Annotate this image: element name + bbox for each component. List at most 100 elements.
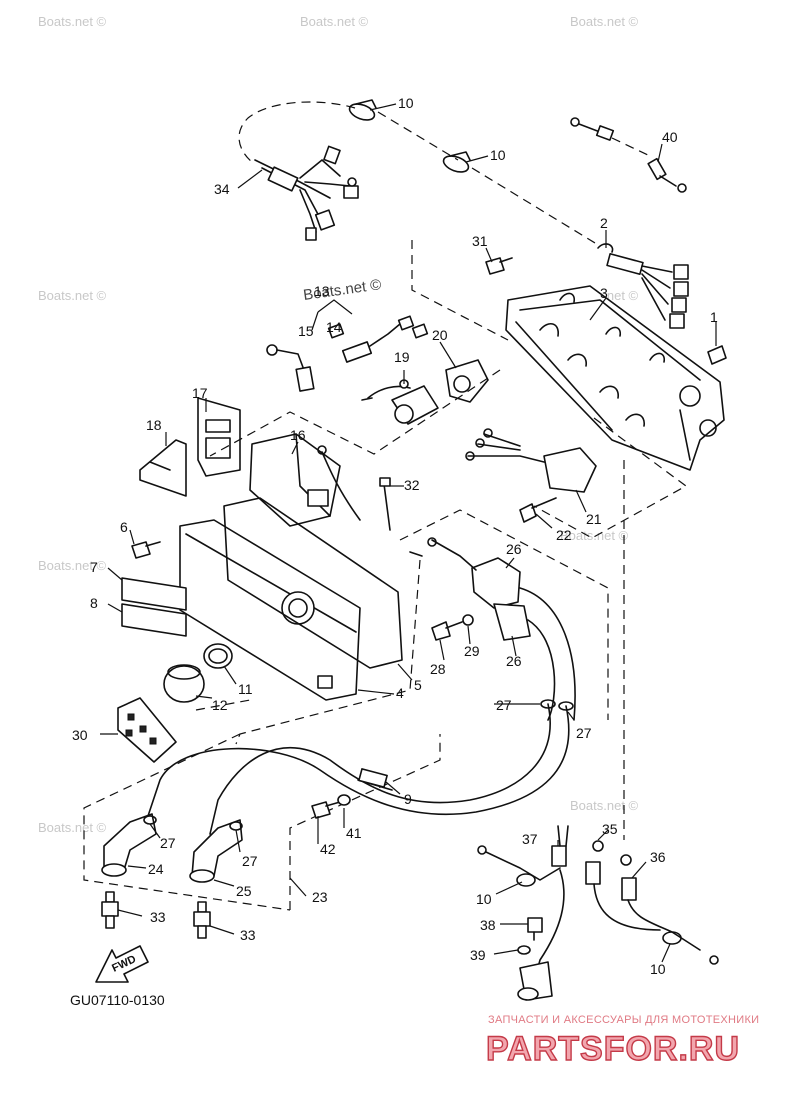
callout-22: 22 — [556, 527, 572, 543]
callout-11: 11 — [238, 681, 253, 697]
callout-27: 27 — [242, 853, 258, 869]
watermark: Boats.net © — [560, 528, 629, 543]
cap-12 — [163, 664, 205, 703]
callout-29: 29 — [464, 643, 480, 659]
wire-harness-34 — [238, 101, 601, 247]
screw-6 — [131, 541, 161, 559]
callout-42: 42 — [320, 841, 336, 857]
callout-26: 26 — [506, 541, 522, 557]
spark-plug-33-b — [193, 901, 211, 939]
terminal-block-30 — [117, 697, 177, 763]
label-8 — [121, 603, 187, 637]
watermark: Boats.net © — [570, 14, 639, 29]
callout-7: 7 — [90, 559, 98, 575]
callout-13: 13 — [314, 283, 330, 299]
callout-32: 32 — [404, 477, 420, 493]
callout-6: 6 — [120, 519, 128, 535]
bolt-22 — [519, 497, 557, 523]
callout-10: 10 — [650, 961, 666, 977]
clamp-27-pair — [540, 699, 574, 711]
callout-17: 17 — [192, 385, 208, 401]
watermark: Boats.net © — [38, 820, 107, 835]
ignition-coil-21 — [465, 428, 597, 493]
callout-30: 30 — [72, 727, 88, 743]
callout-28: 28 — [430, 661, 446, 677]
figure-code: GU07110-0130 — [70, 992, 165, 1008]
oring-11 — [203, 643, 233, 669]
callout-21: 21 — [586, 511, 602, 527]
electrical-box-4 — [179, 519, 361, 701]
watermark: Boats.net © — [570, 798, 639, 813]
callout-16: 16 — [290, 427, 306, 443]
label-7 — [121, 577, 187, 611]
screw-31 — [485, 257, 513, 275]
switch-20 — [445, 359, 489, 403]
spark-plug-33-a — [101, 891, 119, 929]
callout-10: 10 — [398, 95, 414, 111]
callout-34: 34 — [214, 181, 230, 197]
watermark: Boats.net © — [300, 14, 369, 29]
wire-lead-13-14-15 — [266, 299, 429, 392]
callout-12: 12 — [212, 697, 228, 713]
lead-wire-40 — [570, 117, 687, 193]
callout-1: 1 — [710, 309, 718, 325]
callout-40: 40 — [662, 129, 678, 145]
plug-cap-25 — [189, 819, 243, 883]
watermark: Boats.net © — [38, 288, 107, 303]
callout-35: 35 — [602, 821, 618, 837]
rectifier-regulator-16 — [249, 433, 361, 527]
leader-lines — [100, 103, 717, 963]
collar-41 — [337, 794, 351, 806]
plug-cap-24 — [101, 813, 157, 877]
callout-31: 31 — [472, 233, 488, 249]
callout-24: 24 — [148, 861, 164, 877]
bolt-32 — [379, 477, 391, 531]
callout-9: 9 — [404, 791, 412, 807]
callout-20: 20 — [432, 327, 448, 343]
clamp-10-a — [348, 99, 377, 121]
bolt-28 — [431, 621, 463, 641]
callout-14: 14 — [326, 319, 342, 335]
washer-39 — [517, 945, 531, 955]
callout-2: 2 — [600, 215, 608, 231]
callout-39: 39 — [470, 947, 486, 963]
ignition-coil-26 — [409, 537, 576, 721]
screw-1 — [707, 345, 727, 365]
brand-tagline: ЗАПЧАСТИ И АКСЕССУАРЫ ДЛЯ МОТОТЕХНИКИ — [488, 1014, 759, 1026]
callout-18: 18 — [146, 417, 162, 433]
ground-lead-35 — [585, 840, 661, 931]
callout-33: 33 — [240, 927, 256, 943]
callout-37: 37 — [522, 831, 538, 847]
watermark: Boats.net © — [38, 558, 107, 573]
callout-36: 36 — [650, 849, 666, 865]
callout-41: 41 — [346, 825, 362, 841]
gasket-5 — [223, 497, 403, 669]
electrical-bracket-3 — [505, 285, 725, 471]
callout-26: 26 — [506, 653, 522, 669]
terminal-bracket — [517, 961, 553, 1001]
callout-5: 5 — [414, 677, 422, 693]
sub-harness-2 — [597, 243, 689, 329]
callout-25: 25 — [236, 883, 252, 899]
forward-arrow-icon: FWD — [95, 945, 149, 983]
callout-10: 10 — [476, 891, 492, 907]
callout-4: 4 — [396, 685, 404, 701]
brand-logo: PARTSFOR.RU — [486, 1030, 740, 1068]
switch-19 — [361, 379, 439, 425]
callout-10: 10 — [490, 147, 506, 163]
callout-27: 27 — [576, 725, 592, 741]
holder-18 — [139, 439, 187, 497]
callout-numbers: 10 10 40 34 2 31 3 13 14 15 20 19 1 17 1… — [72, 95, 718, 977]
clamp-10-b — [442, 151, 471, 173]
callout-8: 8 — [90, 595, 98, 611]
callout-19: 19 — [394, 349, 410, 365]
callout-23: 23 — [312, 889, 328, 905]
callout-33: 33 — [150, 909, 166, 925]
callout-38: 38 — [480, 917, 496, 933]
callout-27: 27 — [496, 697, 512, 713]
watermark: Boats.net © — [38, 14, 107, 29]
callout-27: 27 — [160, 835, 176, 851]
clamp-10-c — [516, 873, 536, 887]
